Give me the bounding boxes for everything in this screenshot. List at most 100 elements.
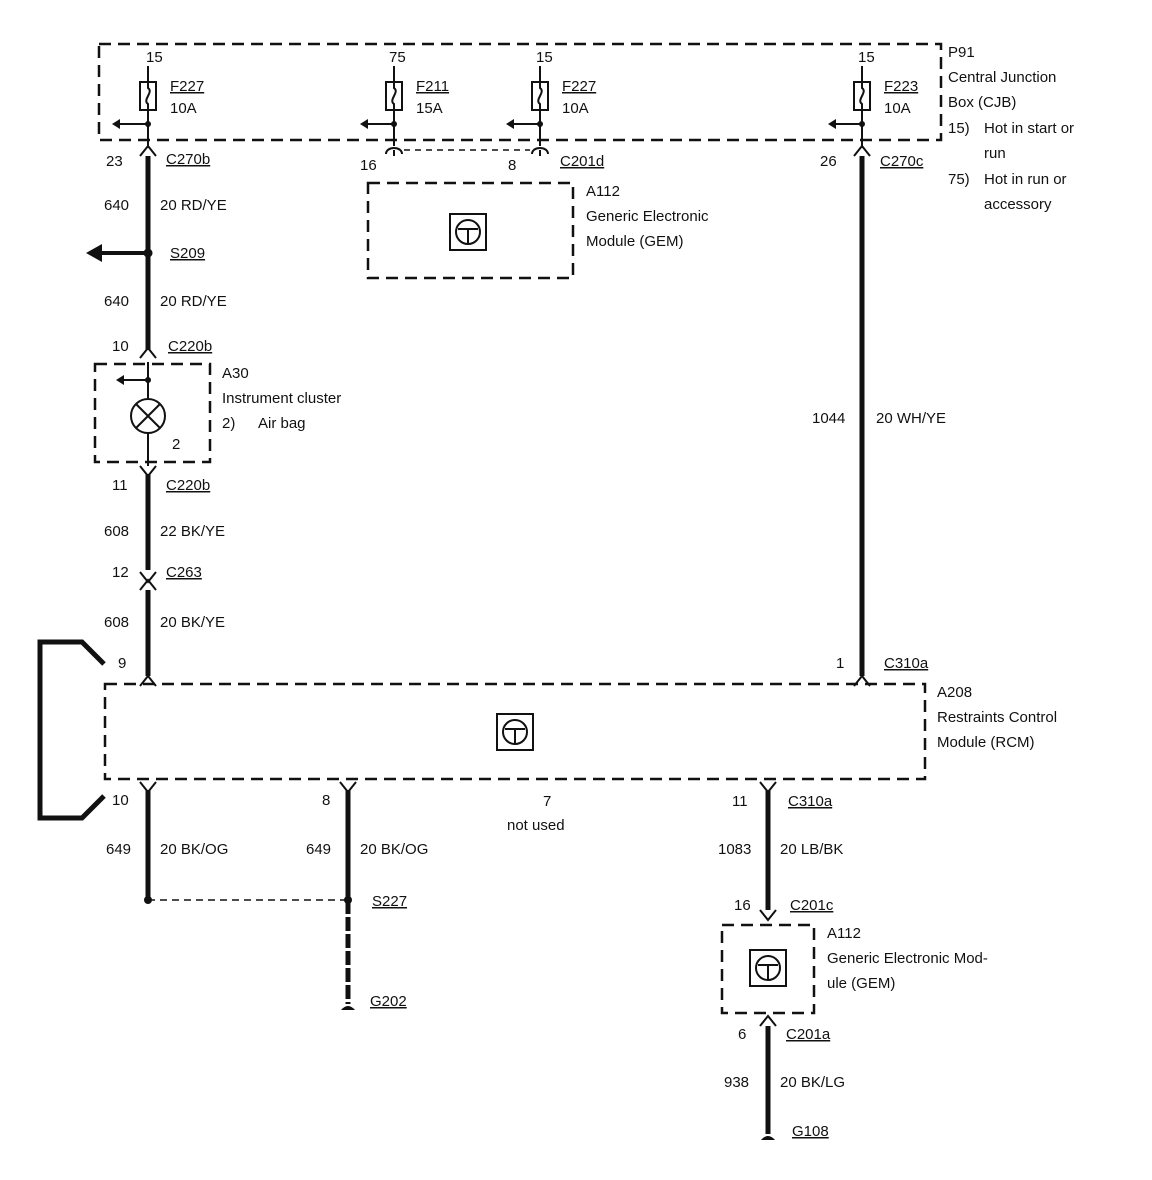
fuse-name: F223: [884, 78, 918, 95]
pin-6: 6: [738, 1026, 746, 1043]
wire-spec: 20 RD/YE: [160, 293, 227, 310]
circuit-608: 608: [104, 523, 129, 540]
rcm-line2: Module (RCM): [937, 734, 1035, 751]
gem-pin-8: 8: [508, 157, 516, 174]
ground-g108: G108: [792, 1123, 829, 1140]
gem-top-module: 16 8 C201d A112 Generic Electronic Modul…: [360, 147, 709, 280]
wire-spec: 20 BK/YE: [160, 614, 225, 631]
circuit-1044: 1044: [812, 410, 845, 427]
fuse-f223: 15 F223 10A: [828, 49, 918, 148]
circuit-1083: 1083: [718, 841, 751, 858]
pin-16: 16: [734, 897, 751, 914]
connector-c263: C263: [166, 564, 202, 581]
pin-7-note: not used: [507, 817, 565, 834]
left-circuit-lower: 11 C220b 608 22 BK/YE 12 C263 608 20 BK/…: [104, 465, 225, 687]
cjb-name-line2: Box (CJB): [948, 94, 1016, 111]
wire-spec: 20 RD/YE: [160, 197, 227, 214]
instrument-cluster: 2 A30 Instrument cluster 2) Air bag: [93, 362, 341, 466]
connector-c270c: C270c: [880, 153, 924, 170]
fuse-rating: 10A: [170, 100, 197, 117]
fuse-rating: 10A: [562, 100, 589, 117]
wire-spec: 20 LB/BK: [780, 841, 843, 858]
gem-pin-16: 16: [360, 157, 377, 174]
rcm-pin-9: 9: [118, 655, 126, 672]
cluster-name: Instrument cluster: [222, 390, 341, 407]
wire-spec: 20 BK/OG: [160, 841, 228, 858]
circuit-640: 640: [104, 293, 129, 310]
pin-26: 26: [820, 153, 837, 170]
fuse-pin: 15: [146, 49, 163, 66]
module-icon: [496, 713, 534, 751]
connector-c201c: C201c: [790, 897, 834, 914]
fuse-name: F211: [416, 78, 449, 95]
cjb-note2-line2: accessory: [984, 196, 1052, 213]
rcm-id: A208: [937, 684, 972, 701]
fuse-name: F227: [562, 78, 596, 95]
fuse-f227-center: 15 F227 10A: [506, 49, 596, 146]
fuse-pin: 15: [858, 49, 875, 66]
connector-c220b: C220b: [168, 338, 212, 355]
connector-c201a: C201a: [786, 1026, 831, 1043]
restraints-control-module: A208 Restraints Control Module (RCM): [37, 639, 1057, 821]
rcm-pin-11: 11: [732, 793, 748, 810]
fuse-pin: 15: [536, 49, 553, 66]
fuse-pin: 75: [389, 49, 406, 66]
gem-bottom-id: A112: [827, 925, 861, 942]
wire-spec: 22 BK/YE: [160, 523, 225, 540]
rcm-pin-8: 8: [322, 792, 330, 809]
gem-bottom-module: A112 Generic Electronic Mod- ule (GEM): [720, 923, 988, 1015]
cluster-note-text: Air bag: [258, 415, 306, 432]
circuit-649: 649: [106, 841, 131, 858]
wire-spec: 20 BK/LG: [780, 1074, 845, 1091]
gem-top-id: A112: [586, 183, 620, 200]
cjb-note1-line1: Hot in start or: [984, 120, 1074, 137]
circuit-608: 608: [104, 614, 129, 631]
cjb-note2-line1: Hot in run or: [984, 171, 1067, 188]
connector-c310a: C310a: [884, 655, 929, 672]
cjb-name-line1: Central Junction: [948, 69, 1056, 86]
module-icon: [449, 213, 487, 251]
connector-c270b: C270b: [166, 151, 210, 168]
fuse-name: F227: [170, 78, 204, 95]
circuit-938: 938: [724, 1074, 749, 1091]
warning-lamp-icon: [130, 398, 166, 434]
splice-s209: S209: [170, 245, 205, 262]
cjb-note1-key: 15): [948, 120, 970, 137]
pin-12: 12: [112, 564, 129, 581]
pin-10: 10: [112, 338, 129, 355]
central-junction-box: P91 Central Junction Box (CJB) 15) Hot i…: [97, 42, 1074, 213]
fuse-rating: 10A: [884, 100, 911, 117]
wire-spec: 20 WH/YE: [876, 410, 946, 427]
ground-g202: G202: [370, 993, 407, 1010]
cluster-id: A30: [222, 365, 249, 382]
rcm-pin-10: 10: [112, 792, 129, 809]
fuse-f227-left: 15 F227 10A: [112, 49, 204, 148]
cjb-id: P91: [948, 44, 975, 61]
cjb-note2-key: 75): [948, 171, 970, 188]
connector-c220b: C220b: [166, 477, 210, 494]
gem-top-line1: Generic Electronic: [586, 208, 709, 225]
rcm-bottom-circuits: 10 649 20 BK/OG 8 649 20 BK/OG S227 G202…: [106, 781, 843, 1010]
gem-top-line2: Module (GEM): [586, 233, 684, 250]
wire-spec: 20 BK/OG: [360, 841, 428, 858]
rcm-line1: Restraints Control: [937, 709, 1057, 726]
rcm-pin-1: 1: [836, 655, 844, 672]
cluster-note-key: 2): [222, 415, 235, 432]
fuse-f211: 75 F211 15A: [360, 49, 449, 146]
pin-23: 23: [106, 153, 123, 170]
module-icon: [749, 949, 787, 987]
gem-bottom-line2: ule (GEM): [827, 975, 895, 992]
connector-c310a: C310a: [788, 793, 833, 810]
left-circuit: 23 C270b 640 20 RD/YE S209 640 20 RD/YE …: [86, 144, 227, 359]
connector-c201d: C201d: [560, 153, 604, 170]
pin-11: 11: [112, 477, 128, 494]
rcm-pin-7: 7: [543, 793, 551, 810]
fuse-rating: 15A: [416, 100, 443, 117]
lamp-ref: 2: [172, 436, 180, 453]
gem-ground-circuit: 6 C201a 938 20 BK/LG G108: [724, 1014, 845, 1140]
circuit-640: 640: [104, 197, 129, 214]
circuit-649: 649: [306, 841, 331, 858]
gem-bottom-line1: Generic Electronic Mod-: [827, 950, 988, 967]
right-circuit: 26 C270c 1044 20 WH/YE 1 C310a: [812, 144, 946, 687]
